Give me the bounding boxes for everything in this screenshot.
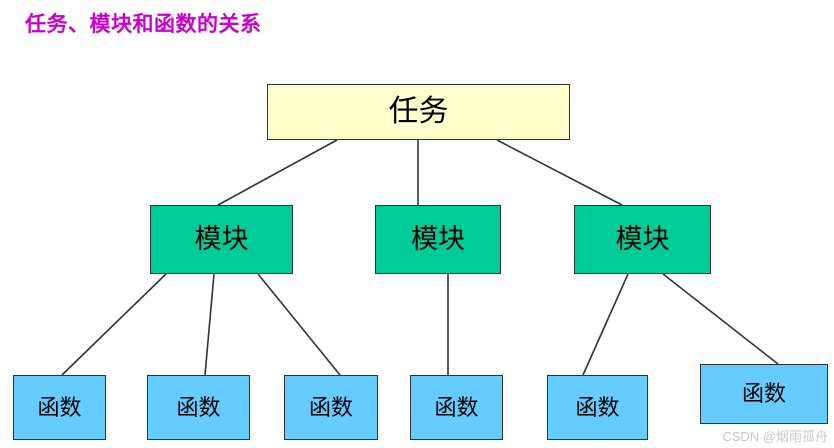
node-label: 函数 <box>308 394 353 420</box>
node-label: 模块 <box>194 224 249 254</box>
page-title: 任务、模块和函数的关系 <box>25 13 262 36</box>
node-fn5[interactable]: 函数 <box>547 375 648 440</box>
edge-task-to-mod3 <box>496 139 623 206</box>
node-label: 模块 <box>615 224 670 254</box>
node-mod2[interactable]: 模块 <box>375 205 501 274</box>
edge-mod3-to-fn6 <box>662 273 779 365</box>
node-label: 函数 <box>434 394 479 420</box>
node-label: 函数 <box>741 381 786 406</box>
node-task[interactable]: 任务 <box>267 84 570 140</box>
node-mod3[interactable]: 模块 <box>574 205 711 274</box>
node-fn6[interactable]: 函数 <box>700 364 828 424</box>
node-label: 函数 <box>37 394 82 420</box>
node-mod1[interactable]: 模块 <box>150 205 293 274</box>
node-label: 任务 <box>388 95 449 128</box>
node-fn1[interactable]: 函数 <box>13 375 106 440</box>
node-label: 模块 <box>411 224 465 254</box>
node-fn4[interactable]: 函数 <box>410 375 503 440</box>
edge-mod3-to-fn5 <box>582 273 629 376</box>
node-label: 函数 <box>575 394 620 420</box>
node-label: 函数 <box>176 394 221 420</box>
edge-mod1-to-fn2 <box>204 273 215 376</box>
edge-mod1-to-fn3 <box>257 273 341 376</box>
edge-task-to-mod1 <box>217 139 338 206</box>
node-fn3[interactable]: 函数 <box>284 375 378 440</box>
edge-mod1-to-fn1 <box>61 273 167 376</box>
node-fn2[interactable]: 函数 <box>147 375 250 440</box>
